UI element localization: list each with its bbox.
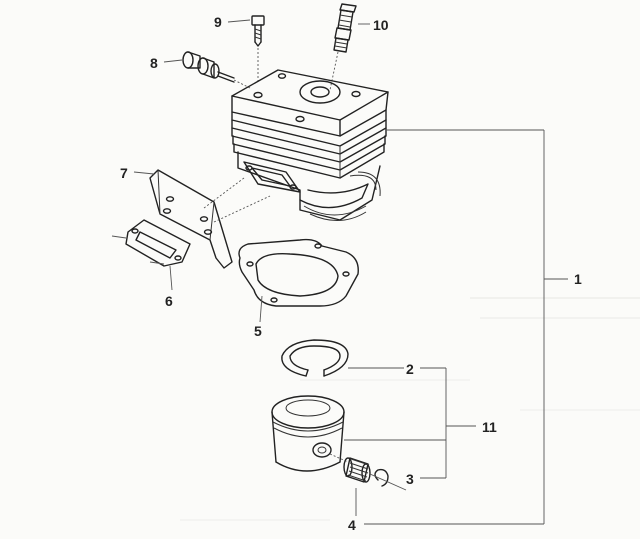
decompression-valve-part [182, 51, 251, 89]
scan-bleed-through [180, 297, 640, 521]
cylinder-screw-part [251, 15, 265, 84]
heat-shield-part [149, 169, 271, 269]
callout-6: 6 [165, 293, 173, 309]
callout-9: 9 [214, 14, 222, 30]
callout-8: 8 [150, 55, 158, 71]
piston-ring-part [281, 339, 349, 377]
callout-4: 4 [348, 517, 356, 533]
leader-lines [133, 19, 568, 525]
cylinder-part [231, 69, 389, 221]
callout-labels: 9 10 8 7 6 5 1 2 11 3 4 [120, 14, 582, 533]
base-gasket-part [238, 238, 359, 307]
spark-plug-part [329, 3, 357, 91]
callout-7: 7 [120, 165, 128, 181]
piston-part [271, 395, 349, 472]
callout-3: 3 [406, 471, 414, 487]
exhaust-gasket-part [111, 219, 191, 267]
callout-1: 1 [574, 271, 582, 287]
callout-10: 10 [373, 17, 389, 33]
callout-11: 11 [482, 419, 497, 435]
needle-bearing-part [343, 457, 371, 483]
circlip-part [369, 468, 407, 491]
callout-2: 2 [406, 361, 414, 377]
callout-5: 5 [254, 323, 262, 339]
